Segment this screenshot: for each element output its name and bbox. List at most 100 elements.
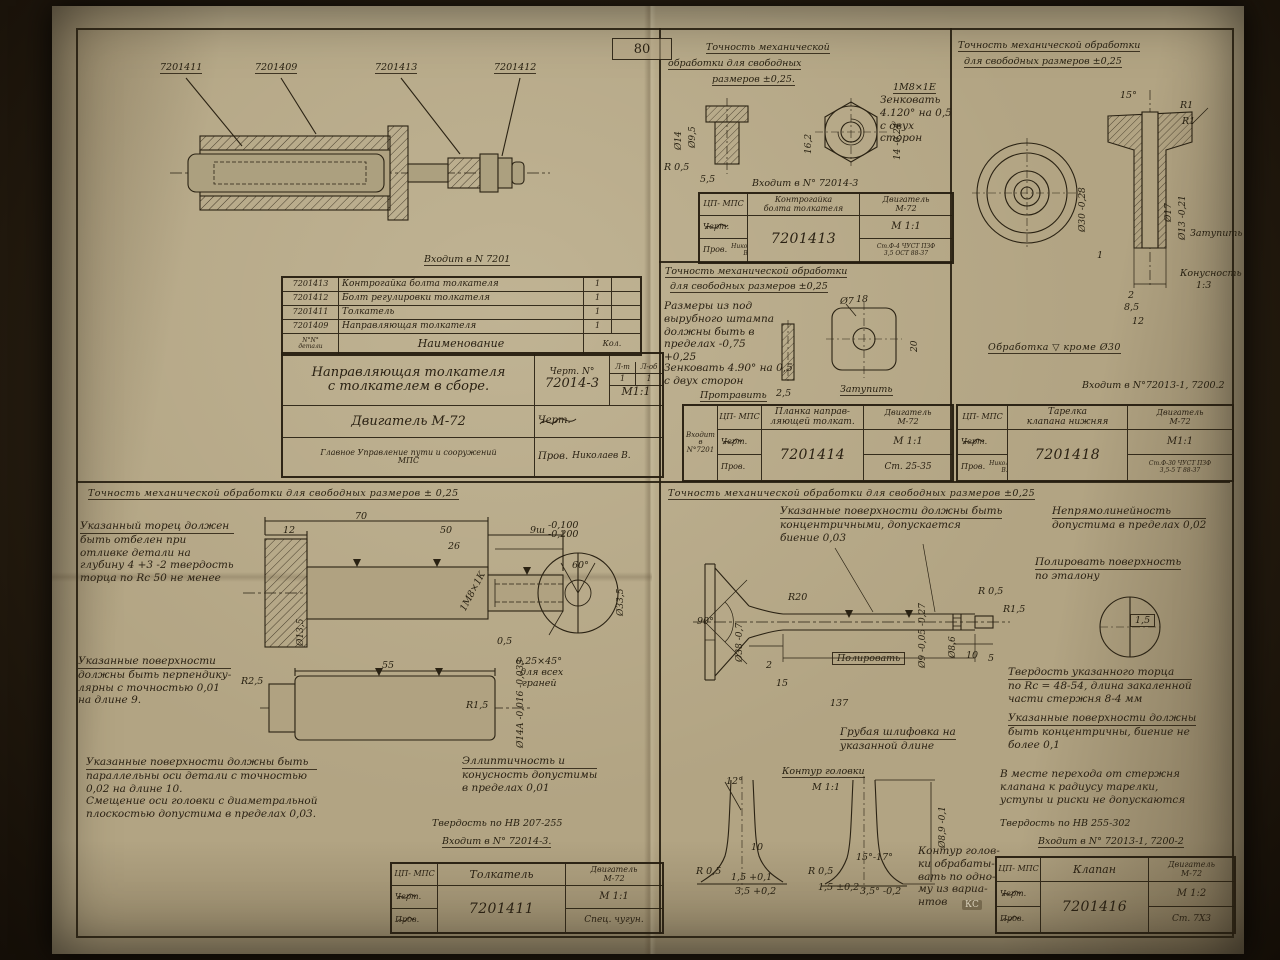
signature <box>704 223 729 230</box>
engine-line2: М-72 <box>1180 868 1203 878</box>
archive-stamp: КС <box>962 900 982 910</box>
scale-cell: М1:1 <box>1128 430 1232 455</box>
panel-divider-vertical-right <box>950 28 952 482</box>
face-hardening-note: Указанный торец должен быть отбелен при … <box>80 520 234 585</box>
note-line: 4.120° на 0,5 <box>880 106 952 119</box>
note-line: 0,02 на длине 10. <box>86 782 183 795</box>
organization-line1: Главное Управление пути и сооружений <box>320 447 497 457</box>
org-label: ЦП- МПС <box>962 412 1003 422</box>
part-name-cell: Планка направ- ляющей толкат. <box>762 406 864 430</box>
checked-by-cell: Пров. <box>718 455 762 480</box>
locknut-header-line3: размеров ±0,25. <box>712 74 795 86</box>
dim-9sq-tol2: -0,200 <box>548 529 579 540</box>
material-cell: Спец. чугун. <box>566 909 662 932</box>
dim-d13: Ø13 -0,21 <box>1178 195 1188 240</box>
part-qty-cell: 1 <box>584 292 612 306</box>
drawn-by-cell: Черт. <box>392 886 438 909</box>
org-cell: ЦП- МПС <box>718 406 762 430</box>
org-label: ЦП- МПС <box>394 869 435 879</box>
signature <box>396 916 415 923</box>
contour-variant-note: Контур голов- ки обрабаты- вать по одно-… <box>918 845 1000 909</box>
chamfer-note-3: граней <box>522 678 557 689</box>
drawing-title-line2: с толкателем в сборе. <box>327 378 490 394</box>
note-line: уступы и риски не допускаются <box>1000 793 1186 806</box>
material-cell: Ст.Ф-4 ЧУСТ ПЗФ 3,5 ОСТ 88-37 <box>860 239 952 262</box>
dim-d9: Ø9 -0,05 -0,27 <box>918 603 928 668</box>
drawing-title-cell: Направляющая толкателя с толкателем в сб… <box>283 354 535 406</box>
cone-note-line2: 1:3 <box>1196 280 1212 291</box>
empty-cell <box>612 292 640 306</box>
engine-cell: Двигатель М-72 <box>283 406 535 438</box>
concentricity-note-2: Указанные поверхности должны быть концен… <box>1008 712 1197 751</box>
dim-r05b: R 0,5 <box>696 866 722 877</box>
dim-12: 12 <box>1132 316 1145 327</box>
slot-width-dim: 1,5 <box>1130 614 1156 627</box>
straightness-note: Непрямолинейность допустима в пределах 0… <box>1052 505 1207 532</box>
dim-d7: Ø7 <box>840 296 854 307</box>
drawn-by-cell: Черт. <box>958 430 1008 455</box>
dim-r05: R 0,5 <box>978 586 1004 597</box>
ellipticity-note: Эллиптичность и конусность допустимы в п… <box>462 755 598 794</box>
part-name-cell: Болт регулировки толкателя <box>339 292 584 306</box>
signature <box>1001 890 1022 897</box>
concentricity-note: Указанные поверхности должны быть концен… <box>780 505 1003 544</box>
thread-spec: 1М8×1Е <box>893 82 936 94</box>
note-line: с двух <box>880 119 914 132</box>
blunt-note: Затупить <box>840 384 893 396</box>
drawing-number-cell: Черт. N° 72014-3 <box>535 354 610 406</box>
checked-label: Пров. <box>538 450 569 462</box>
part-number-cell: 7201414 <box>762 430 864 480</box>
chamfer-note-1: 0,25×45° <box>516 656 562 667</box>
note-line: Указанные поверхности <box>78 655 232 669</box>
plate-header-line1: Точность механической обработки <box>665 266 848 278</box>
note-line: указанной длине <box>840 739 935 752</box>
lob-value-cell: 1 <box>636 374 662 386</box>
note-line: торца по Rc 50 не менее <box>80 572 221 585</box>
part-name: Клапан <box>1073 862 1116 876</box>
part-qty: 1 <box>594 293 601 303</box>
checked-label: Пров. <box>1000 914 1025 924</box>
valve-hardness-note: Твердость по НВ 255-302 <box>1000 818 1131 829</box>
parts-table: 7201413 Контрогайка болта толкателя 1 72… <box>281 276 642 356</box>
signature <box>962 438 985 445</box>
panel-divider-horizontal <box>76 481 1230 483</box>
signature <box>722 438 743 445</box>
org-cell: ЦП- МПС <box>392 864 438 886</box>
tarelka-entry-note: Входит в N°72013-1, 7200.2 <box>1082 380 1225 391</box>
note-line: по Rc = 48-54, длина закаленной <box>1008 679 1192 692</box>
dim-r1b: R1 <box>1182 116 1196 127</box>
engine-line1: Двигатель <box>884 408 932 418</box>
dim-2: 2 <box>766 660 773 671</box>
tarelka-header-line2: для свободных размеров ±0,25 <box>964 56 1122 68</box>
part-name-line2: болта толкателя <box>763 203 844 213</box>
engine-cell: Двигатель М-72 <box>566 864 662 886</box>
drawn-label: Черт. <box>961 436 988 446</box>
dim-r20: R20 <box>788 592 808 603</box>
plate-side-view <box>781 320 795 384</box>
locknut-header-line1: Точность механической <box>706 42 830 54</box>
part-qty-cell: 1 <box>584 278 612 292</box>
engine-line1: Двигатель <box>1168 860 1215 870</box>
checked-by-cell: Пров. <box>997 907 1041 932</box>
header-qty: Кол. <box>602 338 622 348</box>
note-line: Зенковать 4.90° на 0,5 <box>664 362 793 374</box>
cone-note-line1: Конусность <box>1180 268 1242 279</box>
scale-value: М 1:1 <box>891 220 921 232</box>
callout-7201409: 7201409 <box>255 62 298 74</box>
chamfer-note-2: для всех <box>520 667 564 678</box>
part-name-cell: Толкатель <box>339 306 584 320</box>
dim-12deg: 12° <box>726 776 743 787</box>
head-contour-title: Контур головки <box>782 766 865 778</box>
part-number-cell: 7201411 <box>283 306 339 320</box>
valve-header: Точность механической обработки для своб… <box>668 488 1036 500</box>
part-qty-cell: 1 <box>584 306 612 320</box>
callout-7201413: 7201413 <box>375 62 418 74</box>
org-label: ЦП- МПС <box>998 864 1039 874</box>
checked-by-cell: Пров. Николаев В. <box>535 438 662 476</box>
checked-label: Пров. <box>961 462 986 472</box>
part-name: Контрогайка болта толкателя <box>342 278 499 289</box>
note-line: му из вариа- <box>918 883 988 896</box>
dim-12: 12 <box>283 525 296 536</box>
valve-title-block: ЦП- МПС Клапан Двигатель М-72 Черт. 7201… <box>995 856 1236 934</box>
entry-cell: Входит в N°7201 <box>684 406 718 480</box>
